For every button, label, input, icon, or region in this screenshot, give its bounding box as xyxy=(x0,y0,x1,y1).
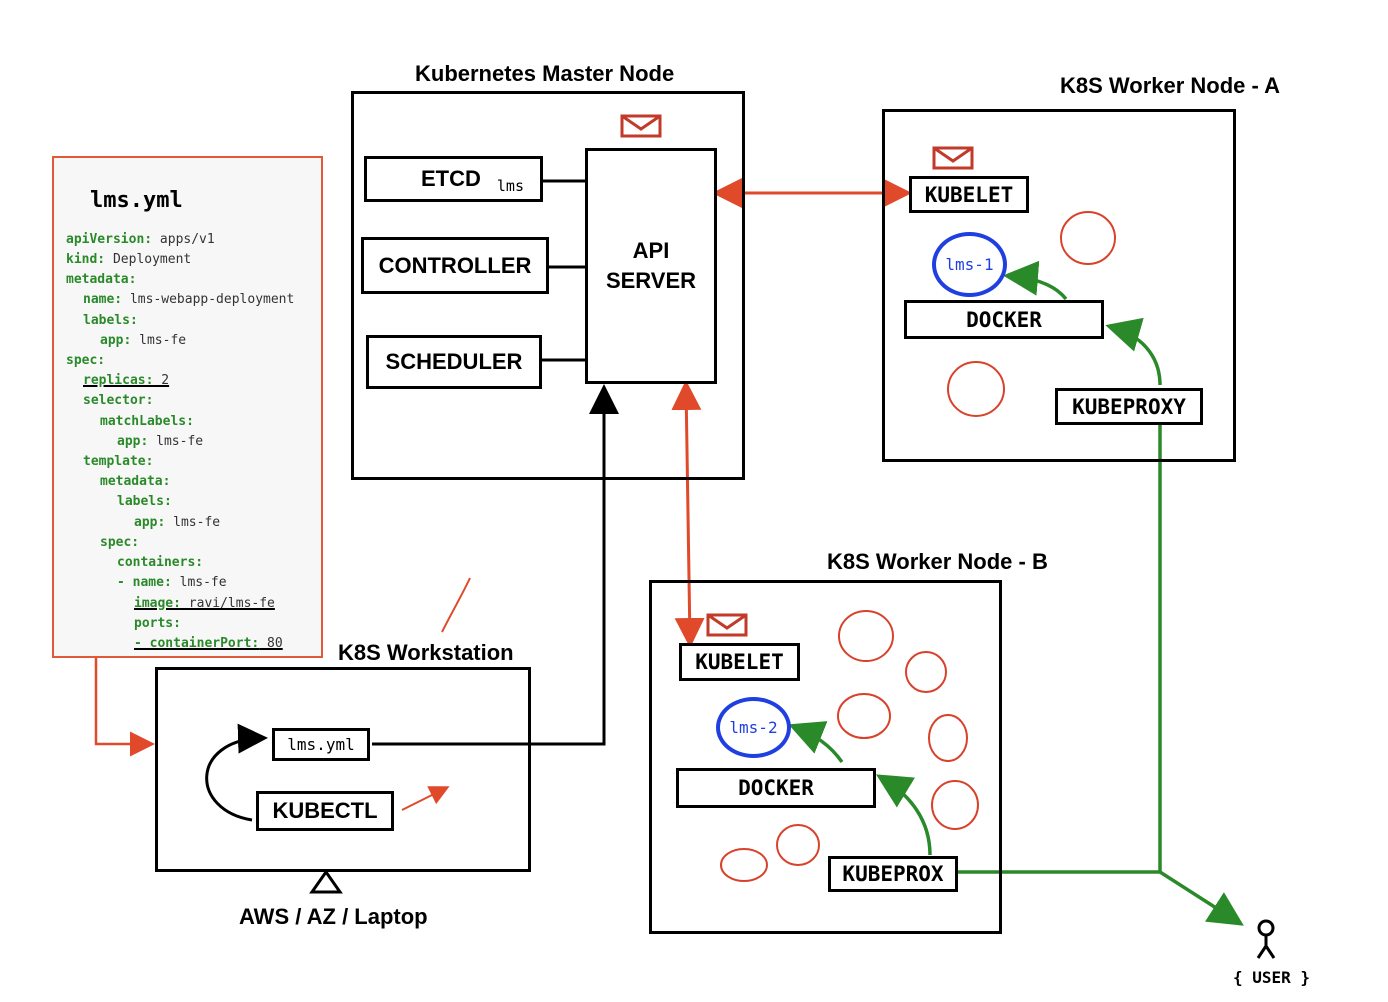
master-node-region xyxy=(351,91,745,480)
user-label: { USER } xyxy=(1233,968,1311,987)
pod-lms-1-label: lms-1 xyxy=(945,255,994,274)
docker-b-box: DOCKER xyxy=(676,768,876,808)
workstation-region xyxy=(155,667,531,872)
api-label-line1: API xyxy=(632,238,670,263)
mail-icon xyxy=(932,146,974,170)
yaml-line: spec: xyxy=(66,353,106,368)
yaml-line: selector: xyxy=(83,393,154,408)
yaml-line: app: lms-fe xyxy=(100,333,187,348)
controller-label: CONTROLLER xyxy=(378,252,532,278)
yaml-filename: lms.yml xyxy=(90,188,183,213)
worker-a-region xyxy=(882,109,1236,462)
kubectl-loop-arrow xyxy=(205,723,268,822)
kubectl-annotation-arrow xyxy=(401,786,450,811)
controller-box: CONTROLLER xyxy=(361,237,549,294)
container-circle xyxy=(928,714,968,762)
workstation-api-link xyxy=(372,384,619,746)
pod-lms-1: lms-1 xyxy=(932,232,1007,297)
yaml-line: - containerPort: 80 xyxy=(134,636,283,651)
kubeproxy-a-docker-arrow xyxy=(1105,317,1162,386)
pod-lms-2-label: lms-2 xyxy=(729,718,778,737)
api-kubelet-b-link xyxy=(671,380,705,648)
kubelet-b-label: KUBELET xyxy=(695,650,784,674)
api-server-box: API SERVER xyxy=(585,148,717,384)
container-circle xyxy=(947,361,1005,417)
kubeproxy-b-label: KUBEPROX xyxy=(842,862,944,886)
worker-b-title: K8S Worker Node - B xyxy=(827,549,1048,574)
kubelet-b-box: KUBELET xyxy=(679,643,800,681)
yaml-line: app: lms-fe xyxy=(117,434,204,449)
container-circle xyxy=(837,693,891,739)
kubeproxy-a-box: KUBEPROXY xyxy=(1055,388,1203,425)
yaml-line: matchLabels: xyxy=(100,414,194,429)
yaml-line: apiVersion: apps/v1 xyxy=(66,232,215,247)
docker-a-label: DOCKER xyxy=(966,307,1042,332)
container-circle xyxy=(1060,211,1116,265)
yaml-line: metadata: xyxy=(100,474,171,489)
etcd-box: ETCD lms xyxy=(364,156,543,202)
annotation-tick xyxy=(441,577,471,633)
yaml-line: metadata: xyxy=(66,272,137,287)
yaml-line: image: ravi/lms-fe xyxy=(134,596,275,611)
api-label-line2: SERVER xyxy=(605,268,697,293)
etcd-label: ETCD xyxy=(421,166,481,191)
host-label: AWS / AZ / Laptop xyxy=(239,904,428,929)
etcd-sublabel: lms xyxy=(496,177,524,195)
host-triangle-icon xyxy=(309,869,343,894)
container-circle xyxy=(776,824,820,866)
container-circle xyxy=(931,780,979,830)
yaml-line: app: lms-fe xyxy=(134,515,221,530)
docker-a-box: DOCKER xyxy=(904,300,1104,339)
yaml-line: name: lms-webapp-deployment xyxy=(83,292,295,307)
docker-a-pod-arrow xyxy=(1003,260,1068,301)
scheduler-box: SCHEDULER xyxy=(366,335,542,389)
worker-a-title: K8S Worker Node - A xyxy=(1060,73,1281,98)
workstation-file-box: lms.yml xyxy=(272,728,370,761)
container-circle xyxy=(720,848,768,882)
yaml-line: labels: xyxy=(117,494,172,509)
pod-lms-2: lms-2 xyxy=(716,697,791,758)
kubeproxy-b-box: KUBEPROX xyxy=(828,856,958,892)
workstation-title: K8S Workstation xyxy=(338,640,514,665)
yaml-line: template: xyxy=(83,454,154,469)
docker-b-label: DOCKER xyxy=(738,776,814,800)
kubeproxy-b-docker-arrow xyxy=(876,774,932,856)
yaml-to-workstation-arrow xyxy=(94,658,155,757)
kubeproxy-a-label: KUBEPROXY xyxy=(1072,394,1186,419)
mail-icon xyxy=(620,114,662,138)
container-circle xyxy=(905,651,947,693)
yaml-panel: lms.yml apiVersion: apps/v1 kind: Deploy… xyxy=(52,156,323,658)
docker-b-pod-arrow xyxy=(788,721,844,764)
yaml-line: replicas: 2 xyxy=(83,373,170,388)
kubelet-a-label: KUBELET xyxy=(924,182,1014,207)
container-circle xyxy=(838,610,894,662)
master-node-title: Kubernetes Master Node xyxy=(415,61,675,86)
user-icon xyxy=(1256,919,1276,959)
yaml-line: ports: xyxy=(134,616,181,631)
scheduler-label: SCHEDULER xyxy=(385,349,523,374)
yaml-line: containers: xyxy=(117,555,204,570)
yaml-line: labels: xyxy=(83,313,138,328)
yaml-line: kind: Deployment xyxy=(66,252,192,267)
user-traffic-arrow xyxy=(1159,870,1244,926)
yaml-line: - name: lms-fe xyxy=(117,575,227,590)
worker-b-region xyxy=(649,580,1002,934)
yaml-line: spec: xyxy=(100,535,140,550)
workstation-file-label: lms.yml xyxy=(287,735,355,754)
mail-icon xyxy=(706,613,748,637)
kubelet-a-box: KUBELET xyxy=(909,176,1029,213)
kubectl-label: KUBECTL xyxy=(272,798,378,823)
kubectl-box: KUBECTL xyxy=(256,791,394,831)
